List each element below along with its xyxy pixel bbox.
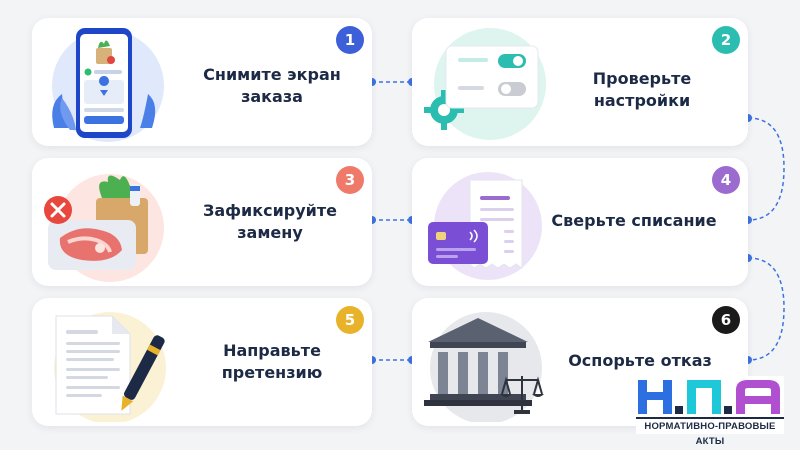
step-title-1: Снимите экран заказа	[203, 65, 341, 106]
receipt-card-icon	[428, 172, 542, 280]
document-pen-icon	[54, 312, 166, 422]
step-badge-6: 6	[712, 306, 740, 334]
settings-toggles-icon	[424, 28, 546, 140]
step-badge-2: 2	[712, 26, 740, 54]
step-badge-4: 4	[712, 166, 740, 194]
npa-logo-letters	[638, 380, 780, 414]
step-title-5: Направьте претензию	[221, 341, 323, 382]
step-badge-5: 5	[336, 306, 364, 334]
step-title-2: Проверьте настройки	[592, 69, 692, 110]
step-badge-1: 1	[336, 26, 364, 54]
step-title-6: Оспорьте отказ	[568, 351, 712, 370]
step-card-5: Направьте претензию 5	[32, 298, 372, 426]
step-title-3: Зафиксируйте замену	[202, 201, 338, 242]
step-card-4: Сверьте списание 4	[412, 158, 748, 286]
step-badge-3: 3	[336, 166, 364, 194]
phone-order-icon	[52, 28, 164, 142]
npa-logo-caption: НОРМАТИВНО-ПРАВОВЫЕ АКТЫ	[636, 417, 784, 447]
courthouse-scales-icon	[424, 312, 544, 422]
grocery-replacement-icon	[44, 174, 164, 282]
step-card-1: Снимите экран заказа 1	[32, 18, 372, 146]
npa-logo: НОРМАТИВНО-ПРАВОВЫЕ АКТЫ	[636, 376, 784, 447]
step-title-4: Сверьте списание	[551, 211, 717, 230]
step-card-2: Проверьте настройки 2	[412, 18, 748, 146]
step-card-3: Зафиксируйте замену 3	[32, 158, 372, 286]
